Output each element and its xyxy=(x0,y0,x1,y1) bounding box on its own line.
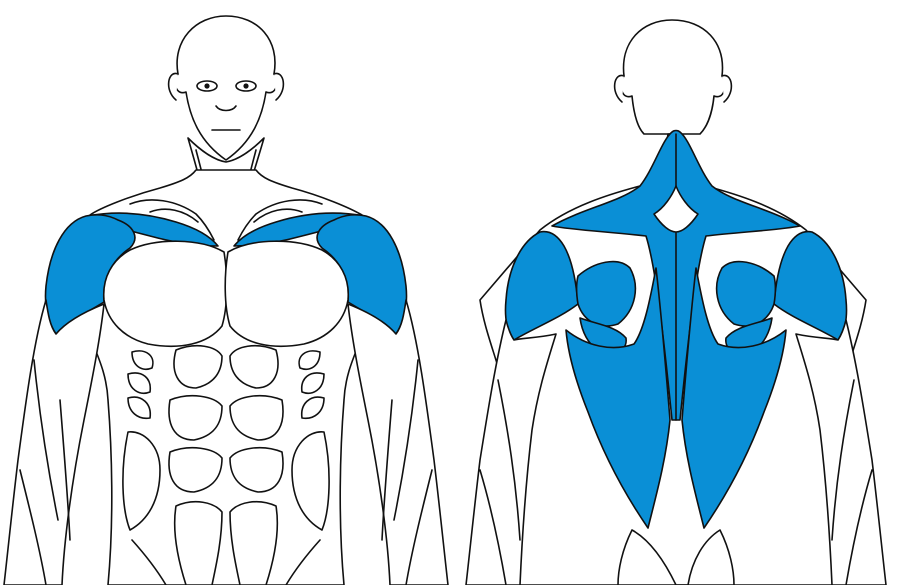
front-figure xyxy=(4,16,448,585)
back-head xyxy=(621,20,725,134)
front-head xyxy=(175,16,277,160)
right-pectoral xyxy=(225,241,348,346)
left-pectoral xyxy=(104,241,227,346)
back-figure xyxy=(466,20,886,585)
front-right-arm xyxy=(348,300,448,585)
front-left-arm xyxy=(4,300,104,585)
right-infraspinatus xyxy=(717,262,776,326)
left-infraspinatus xyxy=(577,262,636,326)
